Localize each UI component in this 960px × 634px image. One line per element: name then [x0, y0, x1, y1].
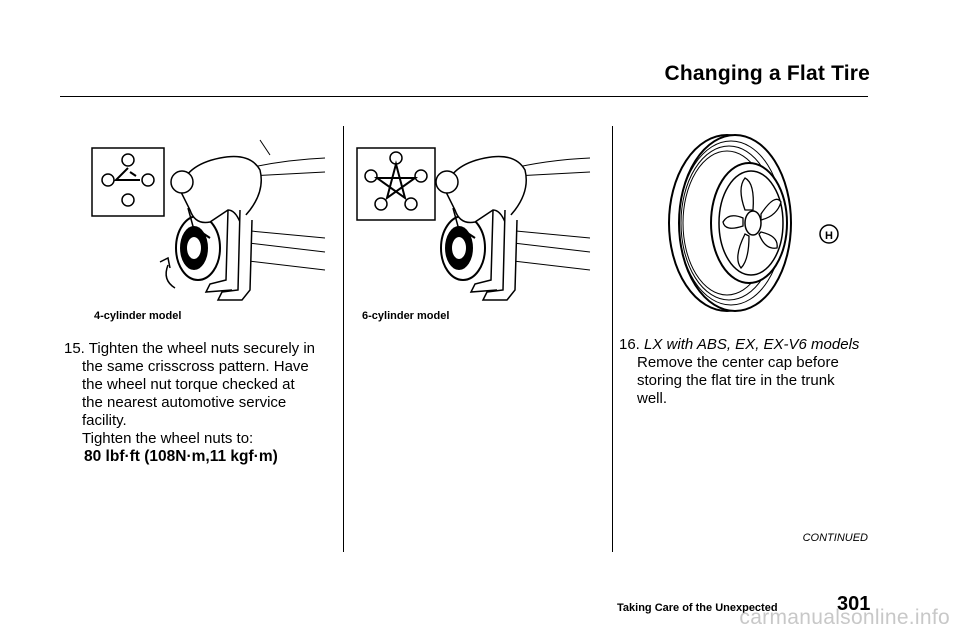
step-15: 15. Tighten the wheel nuts securely in t…: [64, 340, 340, 466]
illustration-tire: H: [645, 128, 845, 318]
step-16-line3: well.: [637, 390, 668, 407]
page-title: Changing a Flat Tire: [664, 62, 870, 85]
column-divider-left: [343, 126, 344, 552]
illustration-6cyl: [355, 130, 595, 310]
section-name: Taking Care of the Unexpected: [617, 602, 778, 614]
svg-text:H: H: [825, 230, 833, 242]
column-divider-right: [612, 126, 613, 552]
step-15-line1: Tighten the wheel nuts securely in: [88, 340, 316, 357]
illustration-4cyl: [90, 130, 330, 310]
continued-label: CONTINUED: [802, 532, 868, 544]
page-number: 301: [837, 593, 871, 615]
step-16-line1: Remove the center cap before: [637, 354, 839, 371]
step-16-line2: storing the flat tire in the trunk: [637, 372, 835, 389]
step-16-number: 16.: [619, 336, 640, 353]
step-16-models: LX with ABS, EX, EX-V6 models: [644, 336, 860, 353]
step-15-line6: Tighten the wheel nuts to:: [82, 430, 254, 447]
caption-6-cylinder: 6-cylinder model: [362, 310, 450, 322]
torque-spec: 80 lbf·ft (108N·m,11 kgf·m): [84, 448, 278, 465]
step-16: 16. LX with ABS, EX, EX-V6 models Remove…: [619, 336, 869, 408]
header-rule: [60, 96, 868, 97]
step-15-line4: the nearest automotive service: [82, 394, 287, 411]
step-15-line5: facility.: [82, 412, 127, 429]
step-15-number: 15.: [64, 340, 85, 357]
step-15-line2: the same crisscross pattern. Have: [82, 358, 309, 375]
caption-4-cylinder: 4-cylinder model: [94, 310, 182, 322]
step-15-line3: the wheel nut torque checked at: [82, 376, 295, 393]
watermark: carmanualsonline.info: [739, 606, 950, 629]
